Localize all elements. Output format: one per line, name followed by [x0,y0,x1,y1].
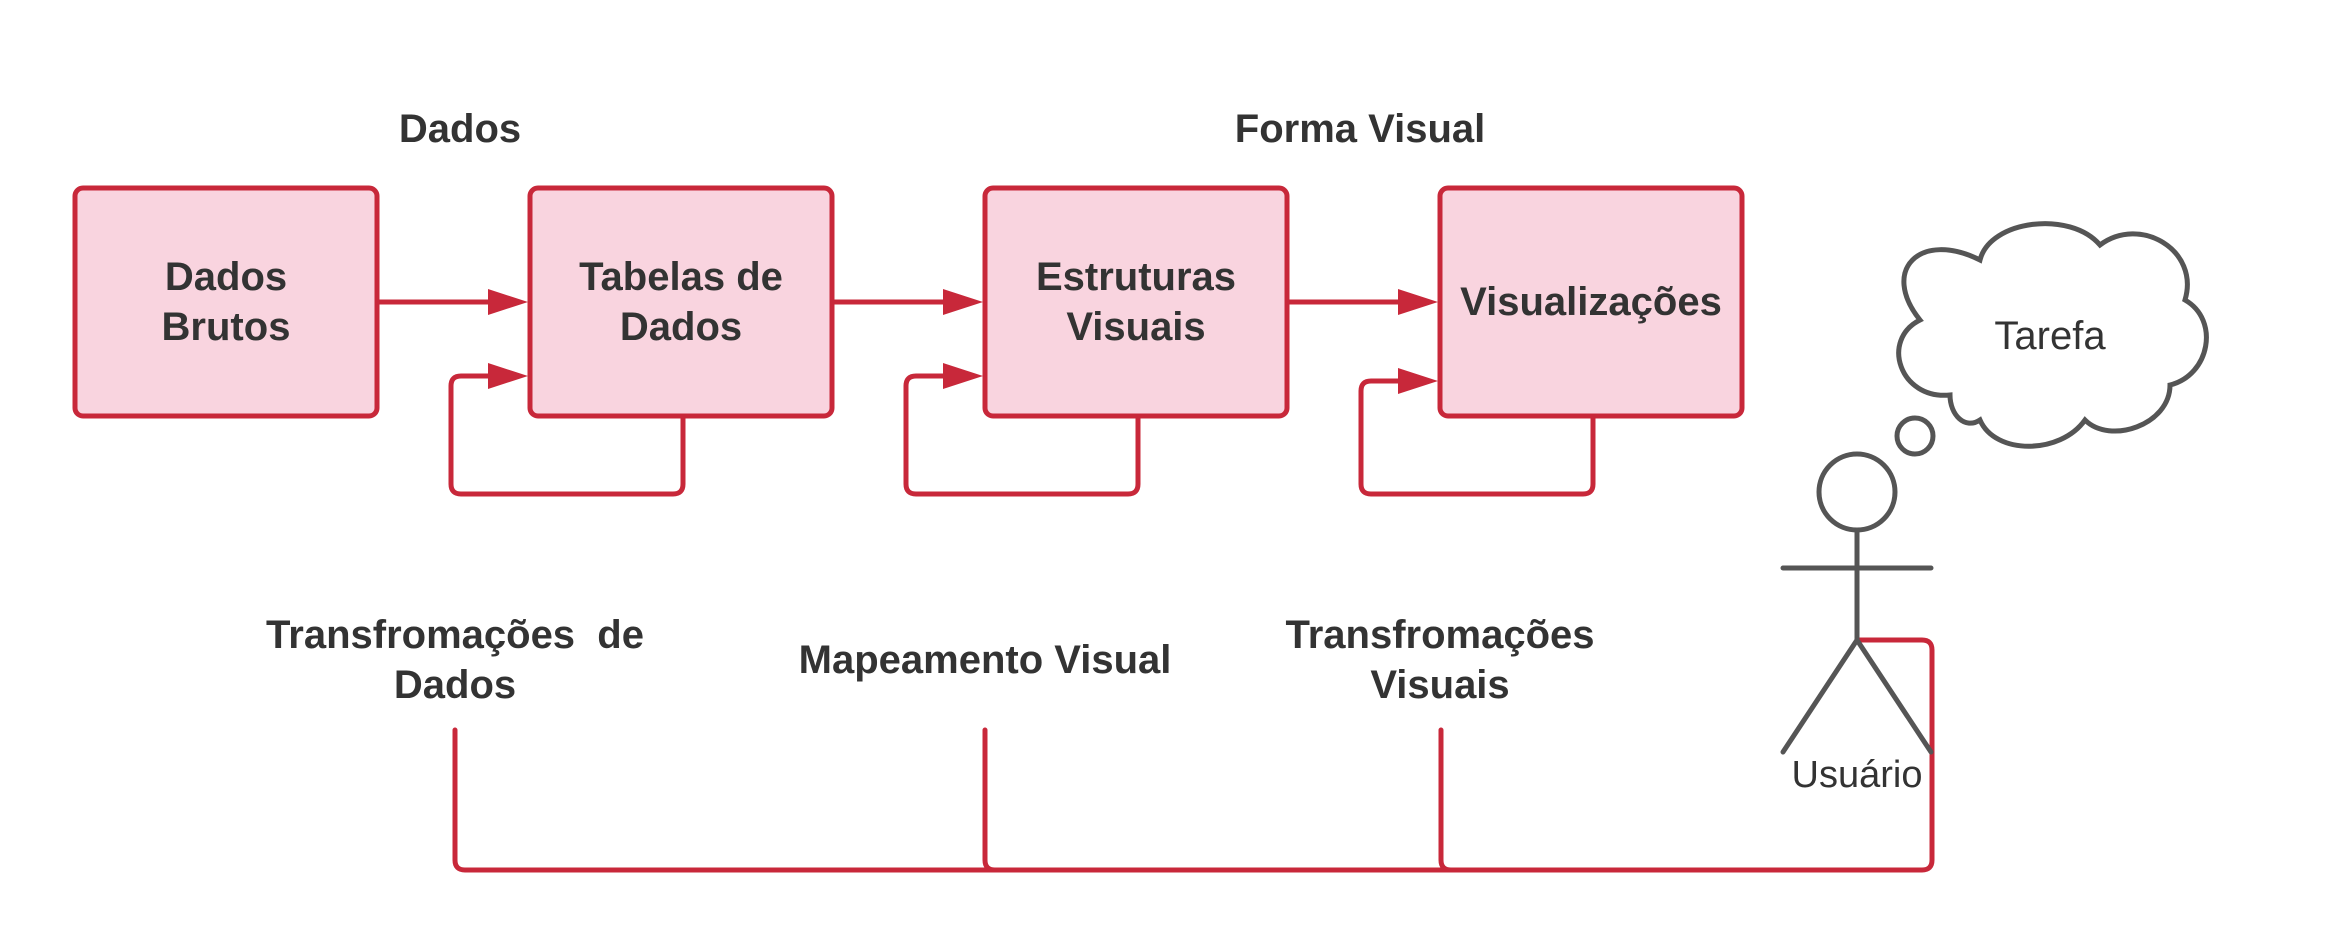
box-label-raw-data: Dados Brutos [161,255,291,349]
box-label-data-tables: Tabelas de Dados [579,255,783,349]
label-data-transforms: Transfromações de Dados [266,613,656,707]
label-visual-mapping: Mapeamento Visual [798,638,1172,682]
arrow-tables-to-structures [829,289,983,315]
arrow-raw-to-tables [374,289,528,315]
box-label-visual-structures: Estruturas Visuais [1035,255,1237,349]
arrow-structures-to-views [1284,289,1438,315]
thought-cloud-icon [1894,221,2209,457]
loop-views [1358,368,1596,497]
label-visual-transforms: Transfromações Visuais [1285,613,1595,707]
label-task: Tarefa [1994,314,2106,358]
box-label-views: Visualizações [1460,280,1722,324]
loop-data-tables [448,363,686,497]
label-user: Usuário [1791,754,1923,796]
header-visual-form: Forma Visual [1234,107,1486,151]
loop-visual-structures [903,363,1141,497]
user-control-lines [452,637,1935,873]
header-data: Dados [398,107,522,151]
user-actor-icon [1780,451,1934,755]
